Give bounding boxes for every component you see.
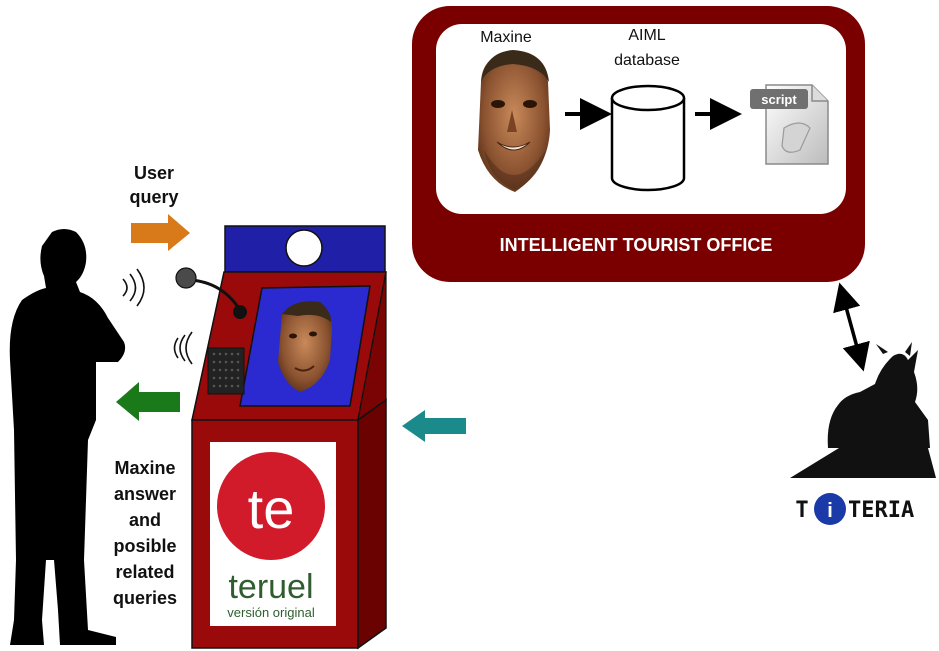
intelligent-tourist-office-box: Maxine AIML database script	[412, 6, 865, 282]
titeria-right-text: TERIA	[848, 498, 914, 523]
database-cylinder-icon	[610, 84, 686, 192]
answer-text-block: Maxine answer and posible related querie…	[113, 458, 177, 608]
user-query-arrow	[131, 214, 190, 251]
titeria-left-letter: T	[795, 498, 808, 523]
aiml-label-line1: AIML	[628, 27, 665, 44]
answer-line5: related	[115, 562, 174, 582]
user-query-line2: query	[129, 187, 178, 207]
script-label: script	[761, 92, 797, 107]
answer-line2: answer	[114, 484, 176, 504]
answer-line6: queries	[113, 588, 177, 608]
answer-line4: posible	[113, 536, 176, 556]
answer-arrow	[116, 382, 180, 421]
answer-line3: and	[129, 510, 161, 530]
kiosk-side	[357, 398, 387, 650]
script-file-icon: script	[750, 84, 829, 165]
kiosk-maxine-face-icon	[278, 301, 333, 392]
kiosk-light	[285, 229, 323, 267]
teal-arrow	[402, 410, 466, 442]
maxine-label: Maxine	[480, 29, 532, 46]
teruel-monogram: te	[248, 477, 295, 540]
answer-line1: Maxine	[114, 458, 175, 478]
teruel-name: teruel	[228, 568, 313, 606]
teruel-logo-circle	[217, 452, 325, 560]
sound-waves-icon	[122, 268, 193, 365]
teruel-tagline: versión original	[227, 605, 315, 620]
kiosk: te teruel versión original	[175, 225, 387, 650]
office-title: INTELLIGENT TOURIST OFFICE	[500, 235, 773, 255]
bull-statue-icon	[790, 342, 936, 478]
aiml-label-line2: database	[614, 52, 680, 69]
maxine-face-icon	[478, 50, 550, 192]
user-query-line1: User	[134, 163, 174, 183]
info-icon-letter: i	[827, 500, 833, 522]
office-titeria-link	[833, 282, 870, 372]
microphone-icon	[175, 267, 247, 319]
speaker-grille-dots	[212, 352, 240, 388]
user-silhouette-icon	[9, 229, 126, 645]
info-icon: i	[814, 493, 846, 525]
titeria-logo: T i TERIA	[790, 342, 936, 525]
